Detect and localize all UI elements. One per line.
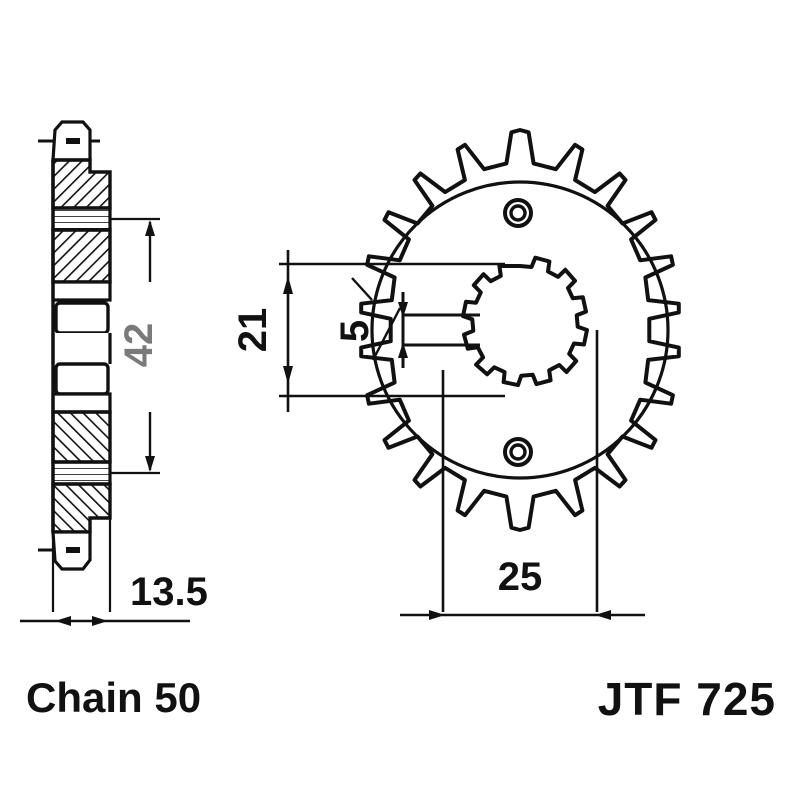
side-spline-tooth-lower xyxy=(54,362,110,396)
chain-label: Chain 50 xyxy=(26,674,201,721)
side-upper-step xyxy=(51,280,112,302)
dim135-arrow-left xyxy=(55,616,71,626)
splined-bore-outline xyxy=(461,255,589,388)
dimension-25-label: 25 xyxy=(498,555,543,599)
dim5-arrow-top xyxy=(398,302,408,318)
dimension-21: 21 xyxy=(231,250,505,412)
side-lower-step xyxy=(51,392,112,414)
side-upper-band xyxy=(51,206,112,232)
dim25-arrow-left xyxy=(429,610,445,620)
dim25-arrow-right xyxy=(595,610,611,620)
side-bottom-boss-mark xyxy=(66,547,80,553)
dim42-arrow-bottom xyxy=(145,456,155,472)
bolt-hole-upper-inner xyxy=(509,204,527,222)
dimension-13-5-label: 13.5 xyxy=(130,570,208,614)
front-view xyxy=(359,128,681,532)
dim5-arrow-bottom xyxy=(398,342,408,358)
dim5-leader-upper xyxy=(351,277,373,301)
dimension-5-label: 5 xyxy=(333,320,377,342)
part-number-label: JTF 725 xyxy=(598,673,776,725)
side-bore-gap xyxy=(53,333,110,364)
dim21-arrow-top xyxy=(283,276,293,294)
side-top-boss-mark xyxy=(66,138,80,144)
side-lower-web-hatch xyxy=(51,410,112,464)
side-upper-web-hatch xyxy=(51,228,112,284)
sprocket-root-circle xyxy=(370,180,670,480)
bolt-hole-upper xyxy=(503,198,533,228)
bolt-hole-lower-inner xyxy=(509,443,527,461)
dimension-42: 42 xyxy=(110,217,161,475)
dim5-leader-lower xyxy=(371,307,402,361)
dimension-25: 25 xyxy=(400,330,645,620)
side-lower-band xyxy=(51,460,112,486)
bolt-hole-lower xyxy=(503,437,533,467)
side-spline-tooth-upper xyxy=(54,301,110,335)
dimension-21-label: 21 xyxy=(231,308,275,353)
side-upper-flange-hatch xyxy=(51,158,112,210)
dim42-arrow-top xyxy=(145,220,155,236)
dim21-arrow-bottom xyxy=(283,366,293,384)
dimension-13-5: 13.5 xyxy=(20,518,208,626)
dimension-42-label: 42 xyxy=(117,323,161,368)
dim135-arrow-right xyxy=(92,616,108,626)
side-section-view xyxy=(38,120,112,571)
side-lower-flange-hatch xyxy=(51,482,112,534)
dimension-5: 5 xyxy=(333,277,480,368)
